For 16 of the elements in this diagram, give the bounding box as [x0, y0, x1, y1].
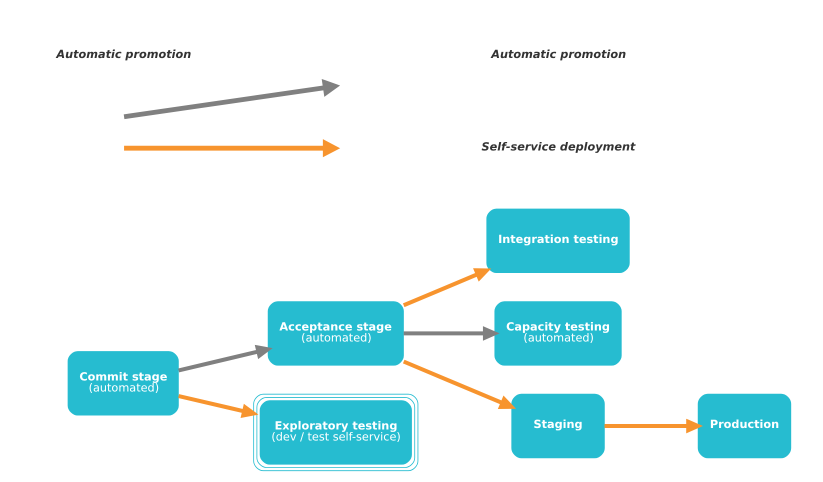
- arrow: [404, 326, 500, 341]
- arrow: [604, 418, 703, 434]
- arrow: [178, 394, 258, 418]
- node-box: Production: [698, 394, 792, 458]
- legend-label: Self-service deployment: [482, 140, 636, 154]
- node-box: Integration testing: [486, 208, 630, 273]
- legend-label: Automatic promotion: [491, 48, 626, 61]
- node-box: Exploratory testing (dev / test self-service): [253, 394, 418, 472]
- label: Automatic promotion: [56, 48, 192, 61]
- arrow: [178, 344, 273, 372]
- arrow: [402, 360, 516, 409]
- node-box: Capacity testing (automated): [494, 301, 622, 366]
- arrow: [402, 268, 492, 308]
- node-box: Commit stage (automated): [68, 351, 179, 416]
- node-box: Staging: [511, 394, 605, 458]
- node-box: Acceptance stage (automated): [268, 301, 404, 366]
